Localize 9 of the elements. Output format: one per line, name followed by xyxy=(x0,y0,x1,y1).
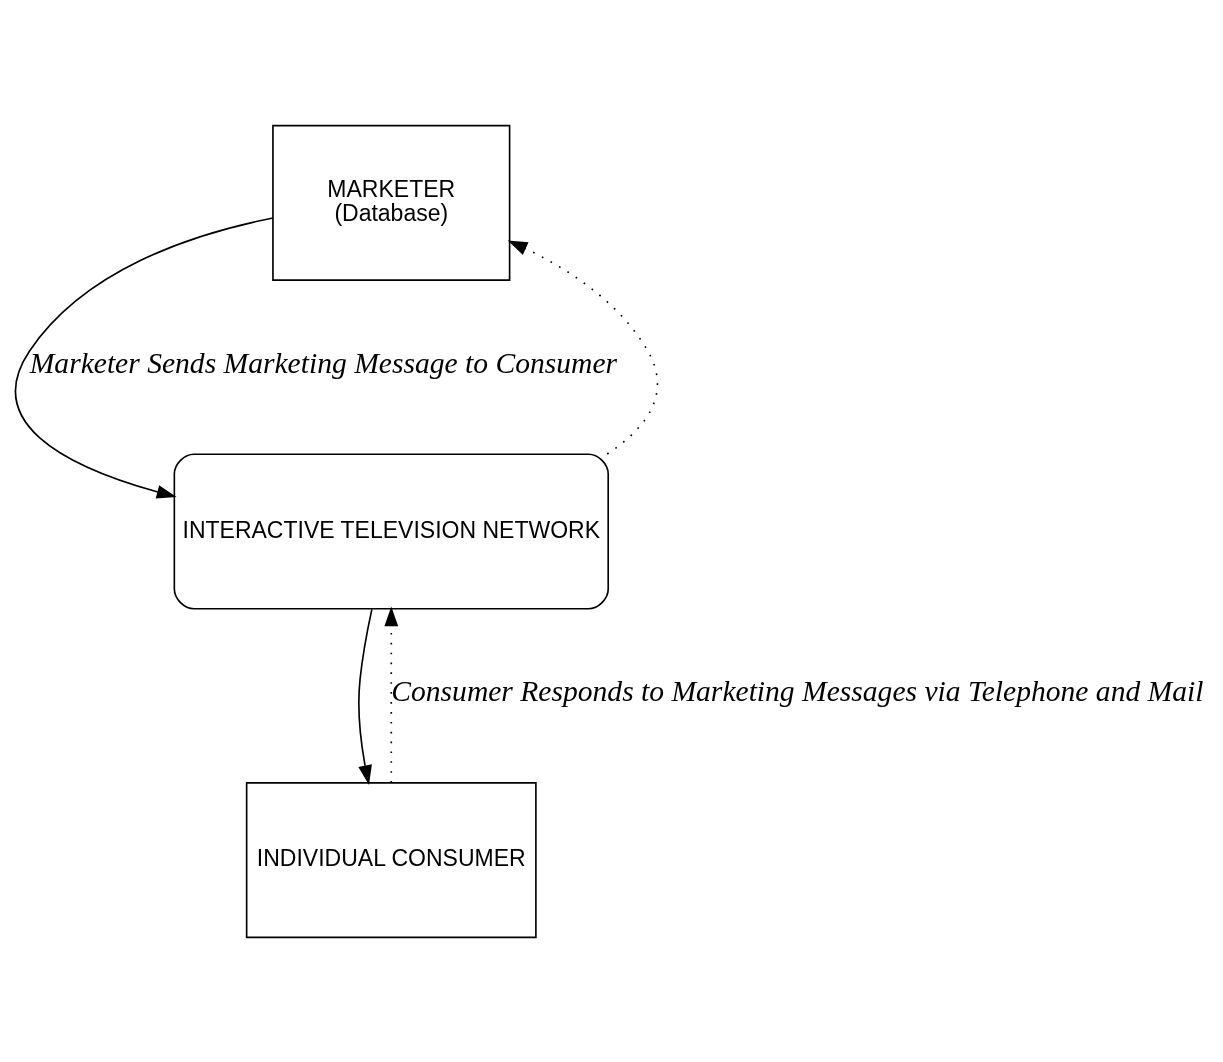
arrow xyxy=(15,216,274,499)
edge-label: Consumer Responds to Marketing Messages via Telephone and Mail xyxy=(391,674,1204,707)
node-box: MARKETER (Database) xyxy=(272,124,511,281)
node-box: INTERACTIVE TELEVISION NETWORK xyxy=(173,452,610,610)
arrow xyxy=(384,606,399,783)
arrow xyxy=(358,608,373,785)
node-box: INDIVIDUAL CONSUMER xyxy=(245,781,537,938)
edge-label: Marketer Sends Marketing Message to Consumer xyxy=(29,346,618,379)
arrow xyxy=(507,239,659,455)
